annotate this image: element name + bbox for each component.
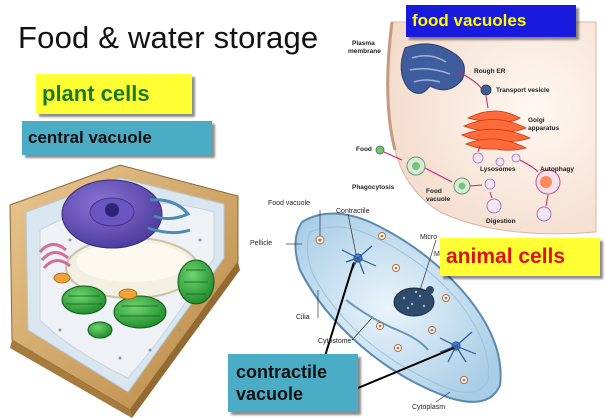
endo-label-autophagy: Autophagy bbox=[540, 166, 574, 173]
param-label-cytostome: Cytostome bbox=[318, 338, 351, 345]
endo-label-food-vacuole-2: vacuole bbox=[426, 196, 450, 203]
param-label-m: M bbox=[434, 251, 440, 258]
endo-label-membrane: membrane bbox=[348, 48, 381, 55]
param-label-food-vacuole: Food vacuole bbox=[268, 200, 310, 207]
endo-label-food: Food bbox=[356, 146, 372, 153]
endo-label-lysosomes: Lysosomes bbox=[480, 166, 516, 173]
param-label-micro: Micro bbox=[420, 234, 437, 241]
food-vacuoles-label: food vacuoles bbox=[406, 5, 576, 37]
endomembrane-diagram bbox=[376, 22, 596, 234]
slide-title: Food & water storage bbox=[18, 20, 318, 56]
endo-label-food-vacuole-1: Food bbox=[426, 188, 442, 195]
param-label-contractile: Contractile bbox=[336, 208, 369, 215]
endo-label-plasma: Plasma bbox=[352, 40, 375, 47]
param-label-pellicle: Pellicle bbox=[250, 240, 272, 247]
plant-cells-label: plant cells bbox=[36, 74, 192, 114]
contractile-vacuole-label: contractile vacuole bbox=[228, 354, 358, 412]
animal-cells-label: animal cells bbox=[440, 238, 600, 276]
plant-cell-diagram bbox=[10, 165, 240, 418]
endo-label-transport-vesicle: Transport vesicle bbox=[496, 87, 549, 94]
contractile-vacuole-label-line1: contractile bbox=[236, 361, 327, 383]
param-label-cytoplasm: Cytoplasm bbox=[412, 404, 445, 411]
endo-label-rough-er: Rough ER bbox=[474, 68, 505, 75]
endo-label-digestion: Digestion bbox=[486, 218, 516, 225]
contractile-vacuole-label-line2: vacuole bbox=[236, 383, 303, 405]
central-vacuole-label: central vacuole bbox=[22, 121, 212, 155]
param-label-cilia: Cilia bbox=[296, 314, 310, 321]
endo-label-golgi: Golgi bbox=[528, 117, 545, 124]
endo-label-phagocytosis: Phagocytosis bbox=[352, 184, 394, 191]
endo-label-apparatus: apparatus bbox=[528, 125, 559, 132]
